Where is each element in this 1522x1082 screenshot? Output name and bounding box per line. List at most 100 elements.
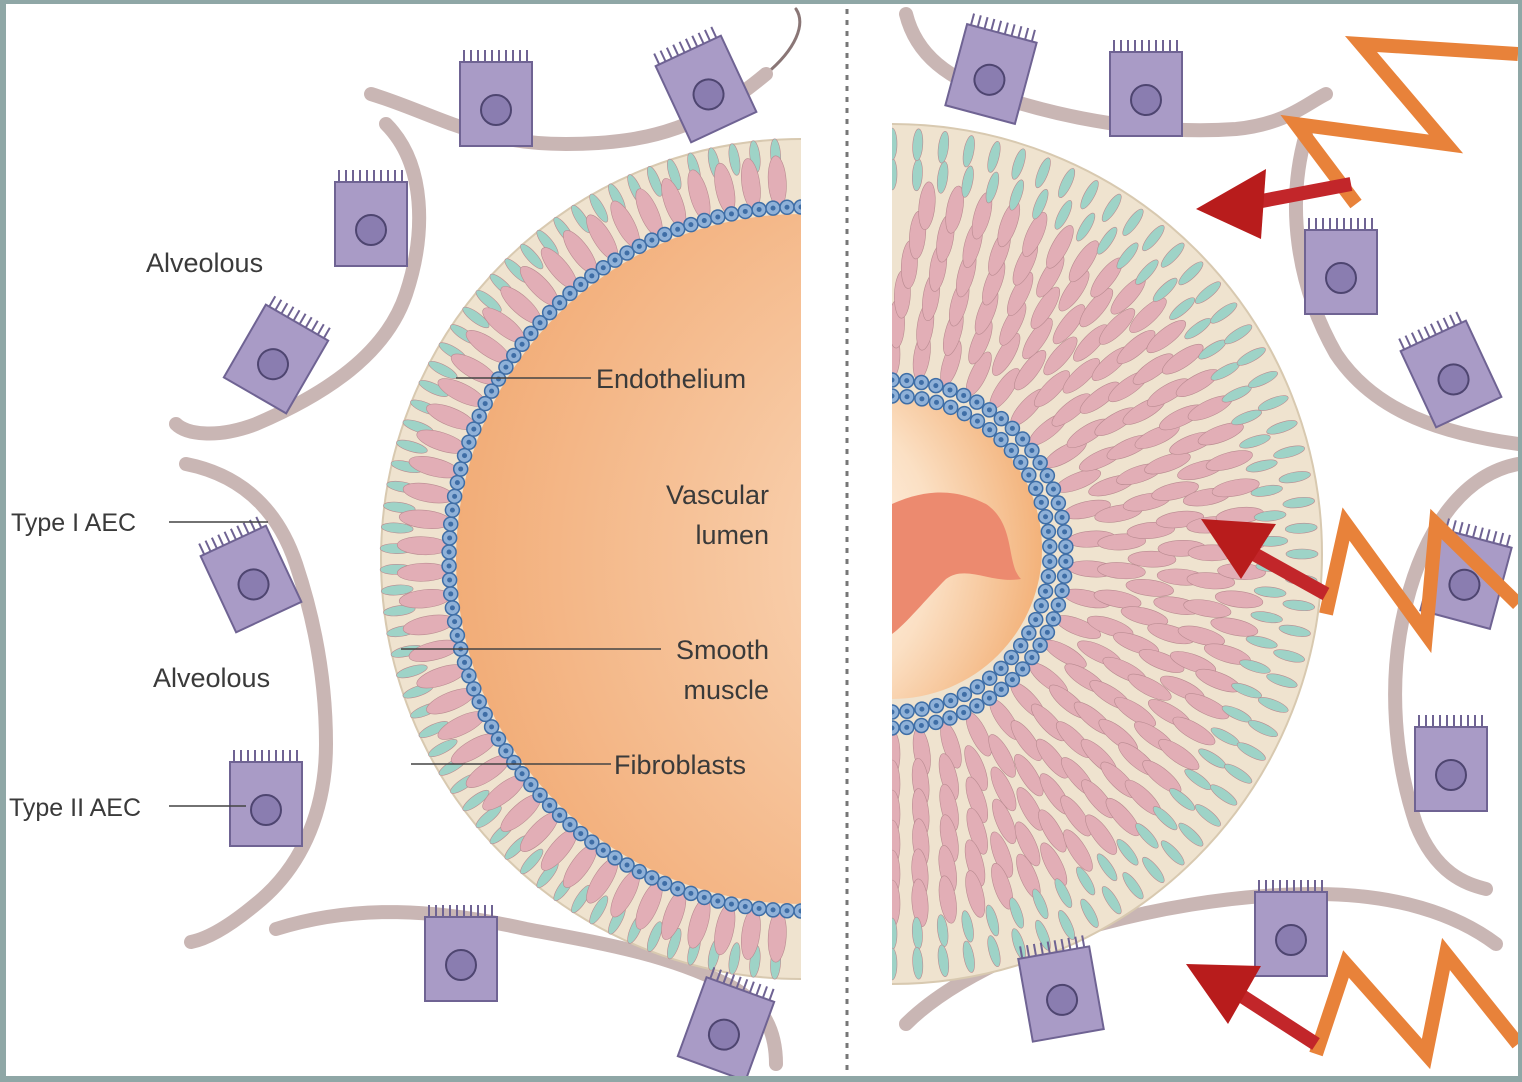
endothelial-nucleus bbox=[1039, 500, 1044, 505]
microvillus bbox=[1437, 321, 1442, 332]
microvillus bbox=[769, 989, 773, 1000]
endothelial-nucleus bbox=[477, 699, 482, 704]
microvillus bbox=[324, 328, 330, 338]
type-ii-aec-cell bbox=[230, 750, 302, 846]
endothelial-nucleus bbox=[962, 692, 967, 697]
aec-nucleus bbox=[356, 215, 386, 245]
endothelial-nucleus bbox=[496, 376, 501, 381]
endothelial-nucleus bbox=[1043, 514, 1048, 519]
endothelial-nucleus bbox=[1020, 437, 1025, 442]
microvillus bbox=[1005, 23, 1008, 35]
microvillus bbox=[300, 314, 306, 324]
endothelial-nucleus bbox=[934, 400, 939, 405]
endothelial-nucleus bbox=[904, 378, 909, 383]
endothelial-nucleus bbox=[715, 899, 720, 904]
endothelial-nucleus bbox=[649, 875, 654, 880]
endothelial-nucleus bbox=[1038, 643, 1043, 648]
microvillus bbox=[971, 14, 974, 26]
microvillus bbox=[1466, 524, 1469, 536]
microvillus bbox=[275, 300, 281, 310]
endothelial-nucleus bbox=[948, 405, 953, 410]
endothelial-nucleus bbox=[675, 227, 680, 232]
endothelial-nucleus bbox=[675, 886, 680, 891]
label-alveolous-mid: Alveolous bbox=[153, 663, 270, 693]
microvillus bbox=[686, 39, 691, 50]
microvillus bbox=[1425, 327, 1430, 338]
endothelial-nucleus bbox=[625, 250, 630, 255]
endothelial-nucleus bbox=[568, 822, 573, 827]
endothelial-nucleus bbox=[1063, 544, 1068, 549]
endothelial-nucleus bbox=[743, 904, 748, 909]
type-ii-aec-cell bbox=[1255, 880, 1327, 976]
microvillus bbox=[984, 17, 987, 29]
label-alveolous-top: Alveolous bbox=[146, 248, 263, 278]
type-ii-aec-cell bbox=[335, 170, 407, 266]
endothelial-nucleus bbox=[511, 353, 516, 358]
endothelial-nucleus bbox=[557, 300, 562, 305]
endothelial-nucleus bbox=[688, 222, 693, 227]
endothelial-nucleus bbox=[578, 282, 583, 287]
microvillus bbox=[763, 986, 767, 997]
fibroblast-cell bbox=[1286, 549, 1318, 559]
endothelial-nucleus bbox=[1029, 448, 1034, 453]
endothelial-nucleus bbox=[466, 440, 471, 445]
endothelial-nucleus bbox=[999, 437, 1004, 442]
lightning-bolt-bottom bbox=[1316, 954, 1518, 1054]
microvillus bbox=[1500, 533, 1503, 545]
endothelial-nucleus bbox=[503, 748, 508, 753]
microvillus bbox=[306, 317, 312, 327]
endothelial-nucleus bbox=[1047, 559, 1052, 564]
microvillus bbox=[237, 526, 242, 537]
endothelial-nucleus bbox=[1010, 677, 1015, 682]
microvillus bbox=[206, 541, 211, 552]
endothelial-nucleus bbox=[743, 209, 748, 214]
endothelial-nucleus bbox=[1026, 473, 1031, 478]
endothelial-nucleus bbox=[962, 411, 967, 416]
aec-nucleus bbox=[1131, 85, 1161, 115]
type-ii-aec-cell bbox=[425, 905, 497, 1001]
endothelial-nucleus bbox=[496, 737, 501, 742]
endothelial-nucleus bbox=[934, 703, 939, 708]
endothelial-nucleus bbox=[987, 676, 992, 681]
endothelial-nucleus bbox=[520, 771, 525, 776]
endothelial-nucleus bbox=[447, 536, 452, 541]
type-ii-aec-cell bbox=[1305, 218, 1377, 314]
endothelial-nucleus bbox=[662, 232, 667, 237]
microvillus bbox=[244, 523, 249, 534]
endothelial-nucleus bbox=[520, 342, 525, 347]
endothelial-nucleus bbox=[919, 396, 924, 401]
microvillus bbox=[1412, 333, 1417, 344]
microvillus bbox=[218, 535, 223, 546]
endothelial-nucleus bbox=[601, 848, 606, 853]
endothelial-nucleus bbox=[1009, 448, 1014, 453]
endothelial-nucleus bbox=[538, 320, 543, 325]
endothelial-nucleus bbox=[589, 273, 594, 278]
endothelial-nucleus bbox=[489, 389, 494, 394]
endothelial-nucleus bbox=[1056, 501, 1061, 506]
endothelial-nucleus bbox=[919, 380, 924, 385]
microvillus bbox=[661, 51, 666, 62]
endothelial-nucleus bbox=[961, 710, 966, 715]
endothelial-nucleus bbox=[471, 686, 476, 691]
microvillus bbox=[1431, 324, 1436, 335]
microvillus bbox=[680, 42, 685, 53]
endothelial-nucleus bbox=[477, 414, 482, 419]
endothelial-nucleus bbox=[757, 207, 762, 212]
aec-nucleus bbox=[251, 795, 281, 825]
endothelial-nucleus bbox=[448, 522, 453, 527]
microvillus bbox=[673, 45, 678, 56]
endothelial-nucleus bbox=[948, 698, 953, 703]
endothelial-nucleus bbox=[890, 710, 895, 715]
microvillus bbox=[1018, 26, 1021, 38]
fibroblast-cell bbox=[887, 128, 897, 160]
endothelial-nucleus bbox=[557, 813, 562, 818]
endothelial-nucleus bbox=[471, 427, 476, 432]
aec-ribbon-right-lower bbox=[1395, 464, 1518, 889]
microvillus bbox=[1480, 528, 1483, 540]
endothelial-nucleus bbox=[1051, 487, 1056, 492]
microvillus bbox=[281, 303, 287, 313]
microvillus bbox=[287, 307, 293, 317]
endothelial-nucleus bbox=[890, 394, 895, 399]
endothelial-nucleus bbox=[1047, 544, 1052, 549]
endothelial-nucleus bbox=[447, 550, 452, 555]
